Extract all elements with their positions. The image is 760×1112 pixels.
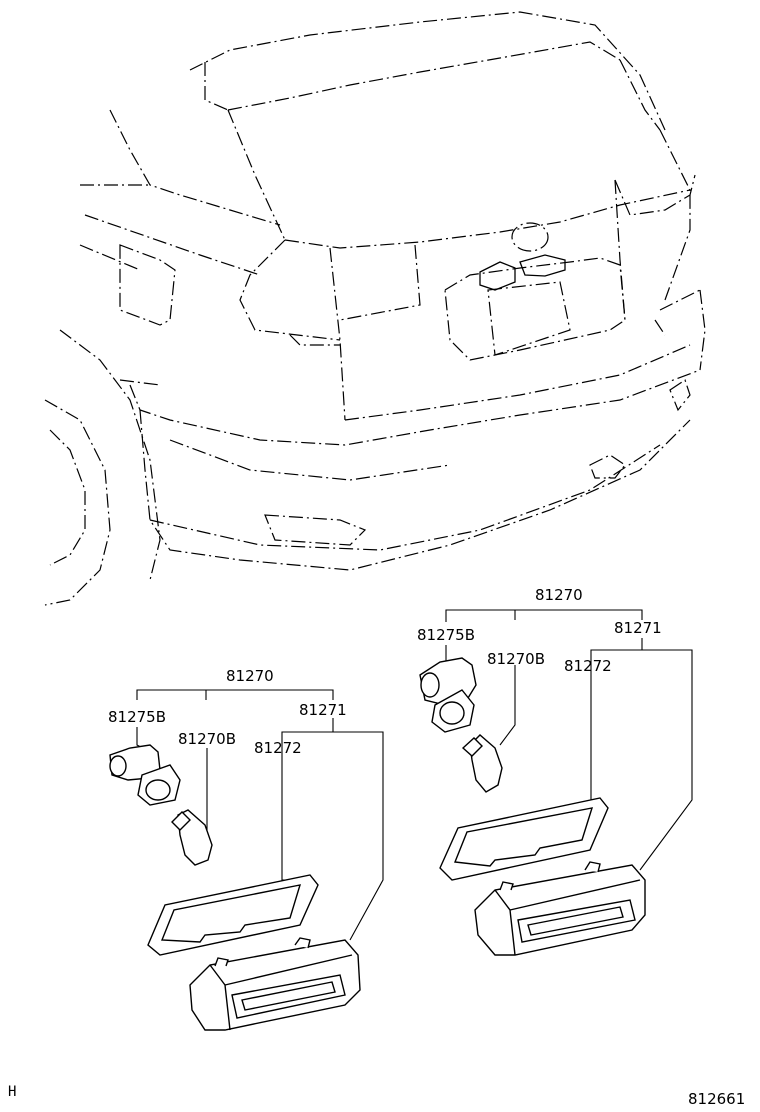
left-bulb-label: 81270B [178,730,236,748]
left-assembly-bracket [136,689,334,700]
right-assembly-bracket [445,609,643,622]
left-lamp-part [189,937,361,1031]
left-bulb-part [171,809,213,866]
left-socket-part [109,744,181,806]
right-gasket-part [439,797,609,881]
right-assembly-label: 81270 [535,586,583,604]
vehicle-rear-outline [44,11,706,606]
left-part-group: 81270 81275B 81271 81270B 81272 [108,667,384,1031]
right-part-group: 81270 81275B 81271 81270B 81272 [417,586,693,956]
right-socket-label: 81275B [417,626,475,644]
left-lamp-label: 81271 [299,701,347,719]
figure-number: 812661 [688,1090,745,1108]
page-code: H [8,1084,16,1100]
right-lamp-leader [639,638,693,871]
right-bulb-label: 81270B [487,650,545,668]
right-lamp-part [474,861,646,956]
right-lamp-label: 81271 [614,619,662,637]
right-bulb-leader [499,665,516,746]
right-socket-part [419,657,477,733]
left-assembly-label: 81270 [226,667,274,685]
left-socket-label: 81275B [108,708,166,726]
right-gasket-label: 81272 [564,657,612,675]
left-gasket-label: 81272 [254,739,302,757]
right-bulb-part [461,734,503,793]
left-gasket-part [147,874,319,956]
left-lamp-leader [332,718,384,941]
